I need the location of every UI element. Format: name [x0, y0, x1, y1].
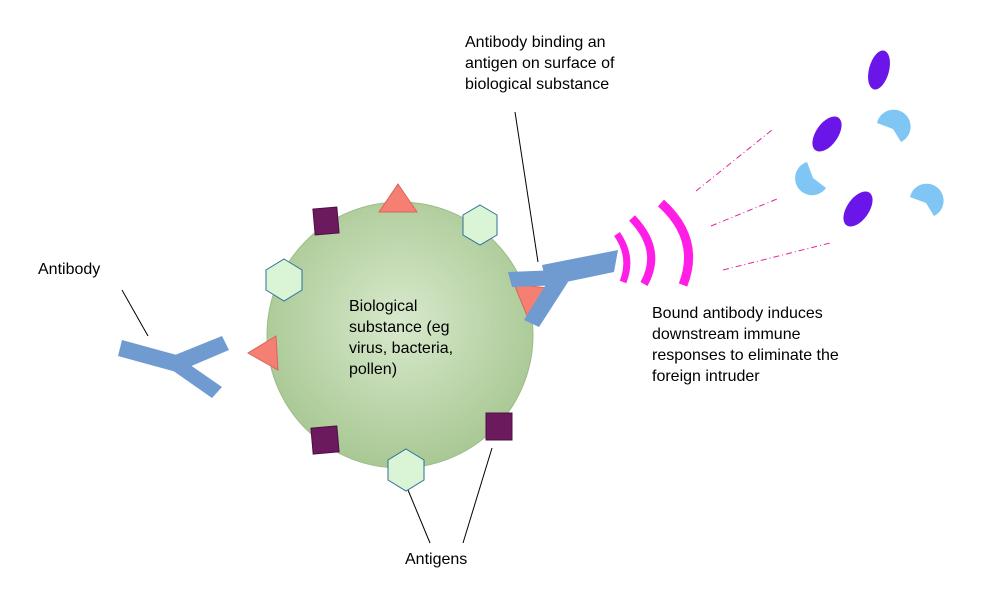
antigen-hexagon-bottom: [387, 448, 425, 492]
binding-leader-line: [514, 111, 539, 263]
biological-substance-label: Biological substance (eg virus, bacteria…: [349, 296, 453, 380]
antigens-leader-line-hexagon: [407, 489, 431, 544]
biological-substance-label-line-2: substance (eg: [349, 319, 450, 336]
antibody-binding-label: Antibody binding an antigen on surface o…: [465, 32, 614, 95]
antigen-triangle-top: [378, 183, 418, 213]
downstream-response-label-line-3: responses to eliminate the: [652, 347, 839, 364]
signal-arc-inner: [614, 232, 631, 284]
immune-cell-pac-1: [877, 109, 911, 142]
biological-substance-label-line-4: pollen): [349, 361, 398, 378]
bound-antibody: [508, 250, 618, 327]
antibody-label: Antibody: [38, 261, 101, 278]
immune-cell-oval-2: [812, 116, 842, 152]
antibody-binding-label-line-3: biological substance: [465, 76, 610, 93]
downstream-response-label-line-4: foreign intruder: [652, 368, 760, 385]
immune-cell-oval-3: [843, 191, 873, 227]
antibody-binding-label-line-2: antigen on surface of: [465, 55, 615, 72]
signal-line-3: [722, 242, 831, 271]
downstream-response-label: Bound antibody induces downstream immune…: [652, 303, 839, 387]
signal-line-1: [695, 129, 773, 192]
antigen-square-bottom-right: [485, 412, 513, 441]
biological-substance-label-line-1: Biological: [349, 298, 418, 315]
antigen-square-top: [312, 206, 340, 236]
bound-antibody-stem: [542, 250, 618, 286]
downstream-response-label-line-1: Bound antibody induces: [652, 305, 823, 322]
free-antibody-stem: [118, 340, 184, 373]
antigens-leader-line-square: [462, 447, 493, 544]
biological-substance-label-line-3: virus, bacteria,: [349, 340, 454, 357]
immune-cell-oval-1: [868, 50, 890, 90]
antigen-square-bottom-left: [310, 425, 340, 455]
antigen-hexagon-left: [265, 258, 303, 302]
signal-line-2: [710, 198, 778, 227]
antigen-hexagon-upper-right: [462, 204, 498, 246]
downstream-response-label-line-2: downstream immune: [652, 326, 801, 343]
bound-antibody-lower-arm: [524, 273, 568, 327]
antibody-leader-line: [121, 289, 149, 337]
free-antibody-lower-arm: [172, 360, 222, 398]
antibody-binding-label-line-1: Antibody binding an: [465, 34, 606, 51]
signal-arc-middle: [629, 215, 656, 286]
antigens-label: Antigens: [405, 551, 468, 568]
antigen-triangle-left: [247, 335, 279, 371]
immune-cell-pac-3: [910, 183, 944, 216]
free-antibody: [118, 336, 229, 398]
immune-cell-pac-2: [795, 162, 826, 196]
signal-arc-outer: [657, 199, 694, 287]
